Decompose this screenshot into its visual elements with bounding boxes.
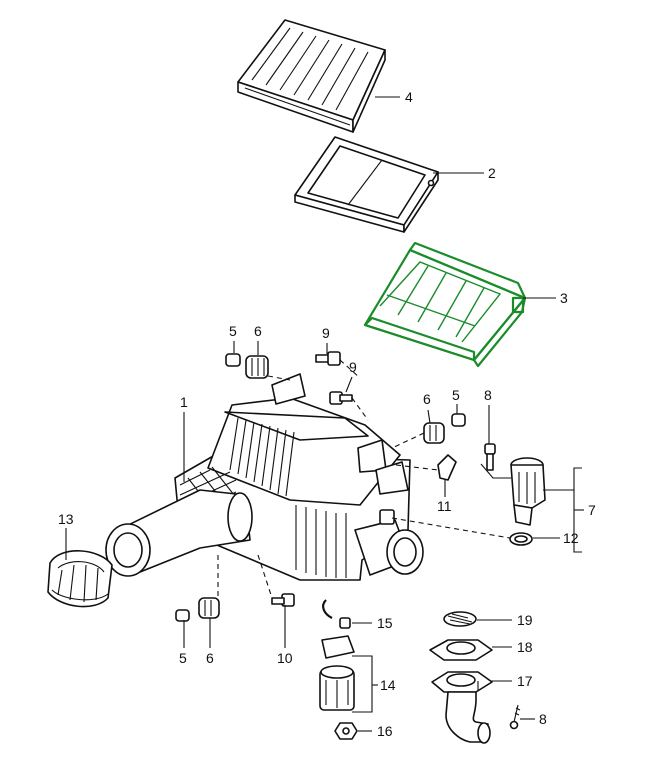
part-16-nut[interactable] (334, 722, 358, 740)
callout-14: 14 (380, 677, 396, 693)
callout-15: 15 (377, 615, 393, 631)
part-14-hose-assembly[interactable] (319, 635, 355, 711)
part-9-screw-lower[interactable] (329, 391, 353, 405)
callout-1: 1 (180, 394, 188, 410)
callout-13: 13 (58, 511, 74, 527)
part-6-rubber-mount-right[interactable] (423, 422, 445, 444)
part-19-cap[interactable] (443, 611, 477, 627)
part-17-elbow-outlet[interactable] (431, 671, 493, 744)
part-12-o-ring[interactable] (509, 532, 533, 546)
part-2-filter-frame[interactable] (294, 136, 439, 233)
callout-5-upper-left: 5 (229, 323, 237, 339)
callout-17: 17 (517, 673, 533, 689)
part-5-bushing-lower[interactable] (175, 609, 190, 622)
callout-3: 3 (560, 290, 568, 306)
part-5-bushing-right[interactable] (451, 413, 466, 427)
part-18-flange[interactable] (429, 639, 493, 661)
part-10-screw[interactable] (271, 593, 295, 607)
callout-19: 19 (517, 612, 533, 628)
part-15-hose[interactable] (322, 599, 351, 629)
callout-7: 7 (588, 502, 596, 518)
part-7-air-mass-meter[interactable] (510, 457, 546, 526)
callout-8-lower: 8 (539, 711, 547, 727)
part-6-rubber-mount-upper-left[interactable] (245, 355, 269, 379)
part-5-bushing-upper-left[interactable] (225, 353, 241, 367)
part-8-screw-lower[interactable] (509, 704, 521, 730)
part-9-screw-upper[interactable] (315, 351, 341, 366)
part-1-intake-horn[interactable] (105, 489, 253, 577)
part-8-screw-upper[interactable] (484, 443, 496, 471)
callout-11: 11 (437, 498, 452, 514)
callout-6-right: 6 (423, 391, 431, 407)
callout-5-right: 5 (452, 387, 460, 403)
callout-6-lower: 6 (206, 650, 214, 666)
part-4-air-filter[interactable] (237, 19, 386, 133)
part-3-filter-grid[interactable] (363, 241, 527, 368)
callout-9-lower: 9 (349, 359, 357, 375)
callout-6-upper-left: 6 (254, 323, 262, 339)
callout-8-upper: 8 (484, 387, 492, 403)
part-6-rubber-mount-lower[interactable] (198, 597, 220, 619)
callout-16: 16 (377, 723, 393, 739)
callout-4: 4 (405, 89, 413, 105)
part-11-clip[interactable] (437, 454, 457, 481)
callout-12: 12 (563, 530, 579, 546)
part-1-air-box-housing[interactable] (174, 373, 424, 581)
leader-lines (65, 96, 584, 732)
callout-5-lower: 5 (179, 650, 187, 666)
callout-9-upper: 9 (322, 325, 330, 341)
callout-10: 10 (277, 650, 293, 666)
part-13-inlet-seal[interactable] (47, 550, 113, 608)
callout-2: 2 (488, 165, 496, 181)
callout-labels: 4 2 3 1 5 6 9 9 6 5 8 7 11 12 13 5 6 10 … (58, 89, 596, 739)
callout-18: 18 (517, 639, 533, 655)
